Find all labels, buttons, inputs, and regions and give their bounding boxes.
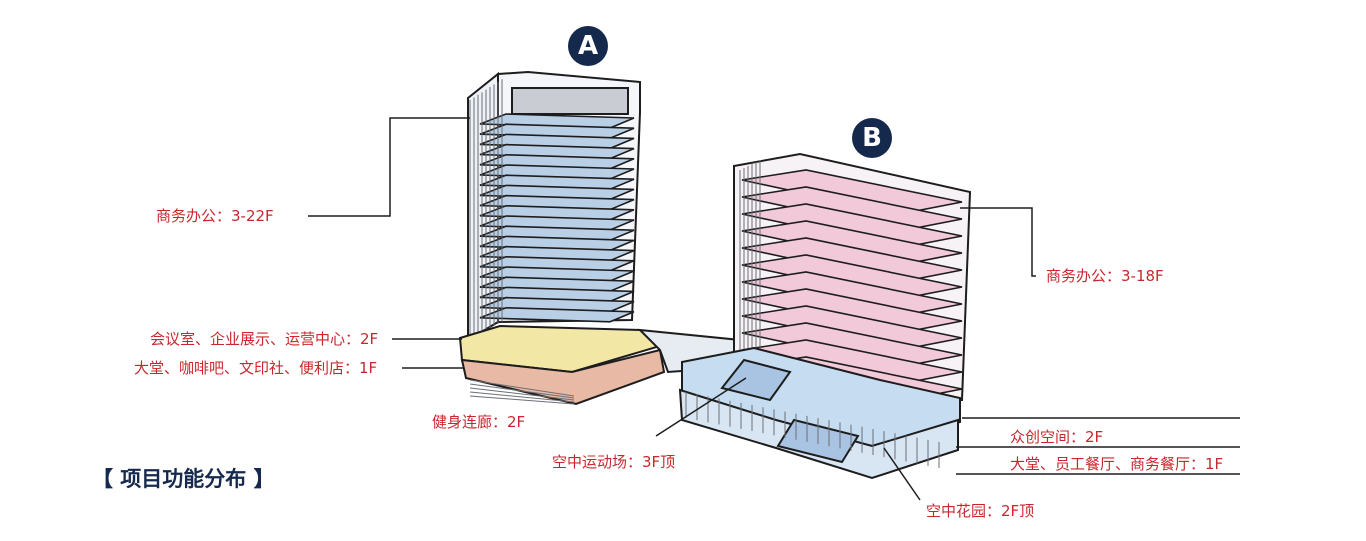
leader-a-office: [308, 117, 470, 217]
label-b-1f: 大堂、员工餐厅、商务餐厅：1F: [1010, 455, 1224, 473]
podium-a: [458, 324, 666, 406]
building-b-badge: B: [852, 118, 892, 158]
podium-a-lines: [469, 379, 575, 405]
podium-a-course-line: [469, 383, 575, 399]
label-a-1f: 大堂、咖啡吧、文印社、便利店：1F: [134, 359, 378, 377]
podium-b: [678, 346, 961, 480]
tower-a-roof-block: [511, 87, 629, 115]
tower-a-floors: [469, 79, 635, 338]
section-title: 【 项目功能分布 】: [92, 467, 275, 491]
leader-b-office: [960, 207, 1036, 277]
podium-a-course-line: [469, 379, 575, 397]
building-a-badge: A: [568, 26, 608, 66]
label-fitness-corridor: 健身连廊：2F: [432, 413, 526, 431]
podium-b-lines: [685, 392, 940, 468]
label-a-2f: 会议室、企业展示、运营中心：2F: [150, 330, 379, 348]
tower-a: [467, 70, 641, 342]
podium-a-course-line: [469, 391, 575, 403]
label-sky-garden: 空中花园：2F顶: [926, 502, 1035, 520]
leader-sky-garden: [883, 447, 921, 501]
label-b-2f: 众创空间：2F: [1010, 428, 1104, 446]
podium-a-course-line: [469, 395, 575, 405]
podium-a-course-line: [469, 387, 575, 401]
leader-lines: [308, 117, 1240, 501]
label-a-office: 商务办公：3-22F: [156, 207, 274, 225]
podium-a-1f: [460, 348, 666, 406]
label-sky-sports: 空中运动场：3F顶: [552, 453, 676, 471]
tower-a-floor-slab: [479, 306, 635, 323]
leader-sky-sports: [655, 377, 747, 437]
label-b-office: 商务办公：3-18F: [1046, 267, 1164, 285]
sky-sports-field: [720, 358, 792, 402]
